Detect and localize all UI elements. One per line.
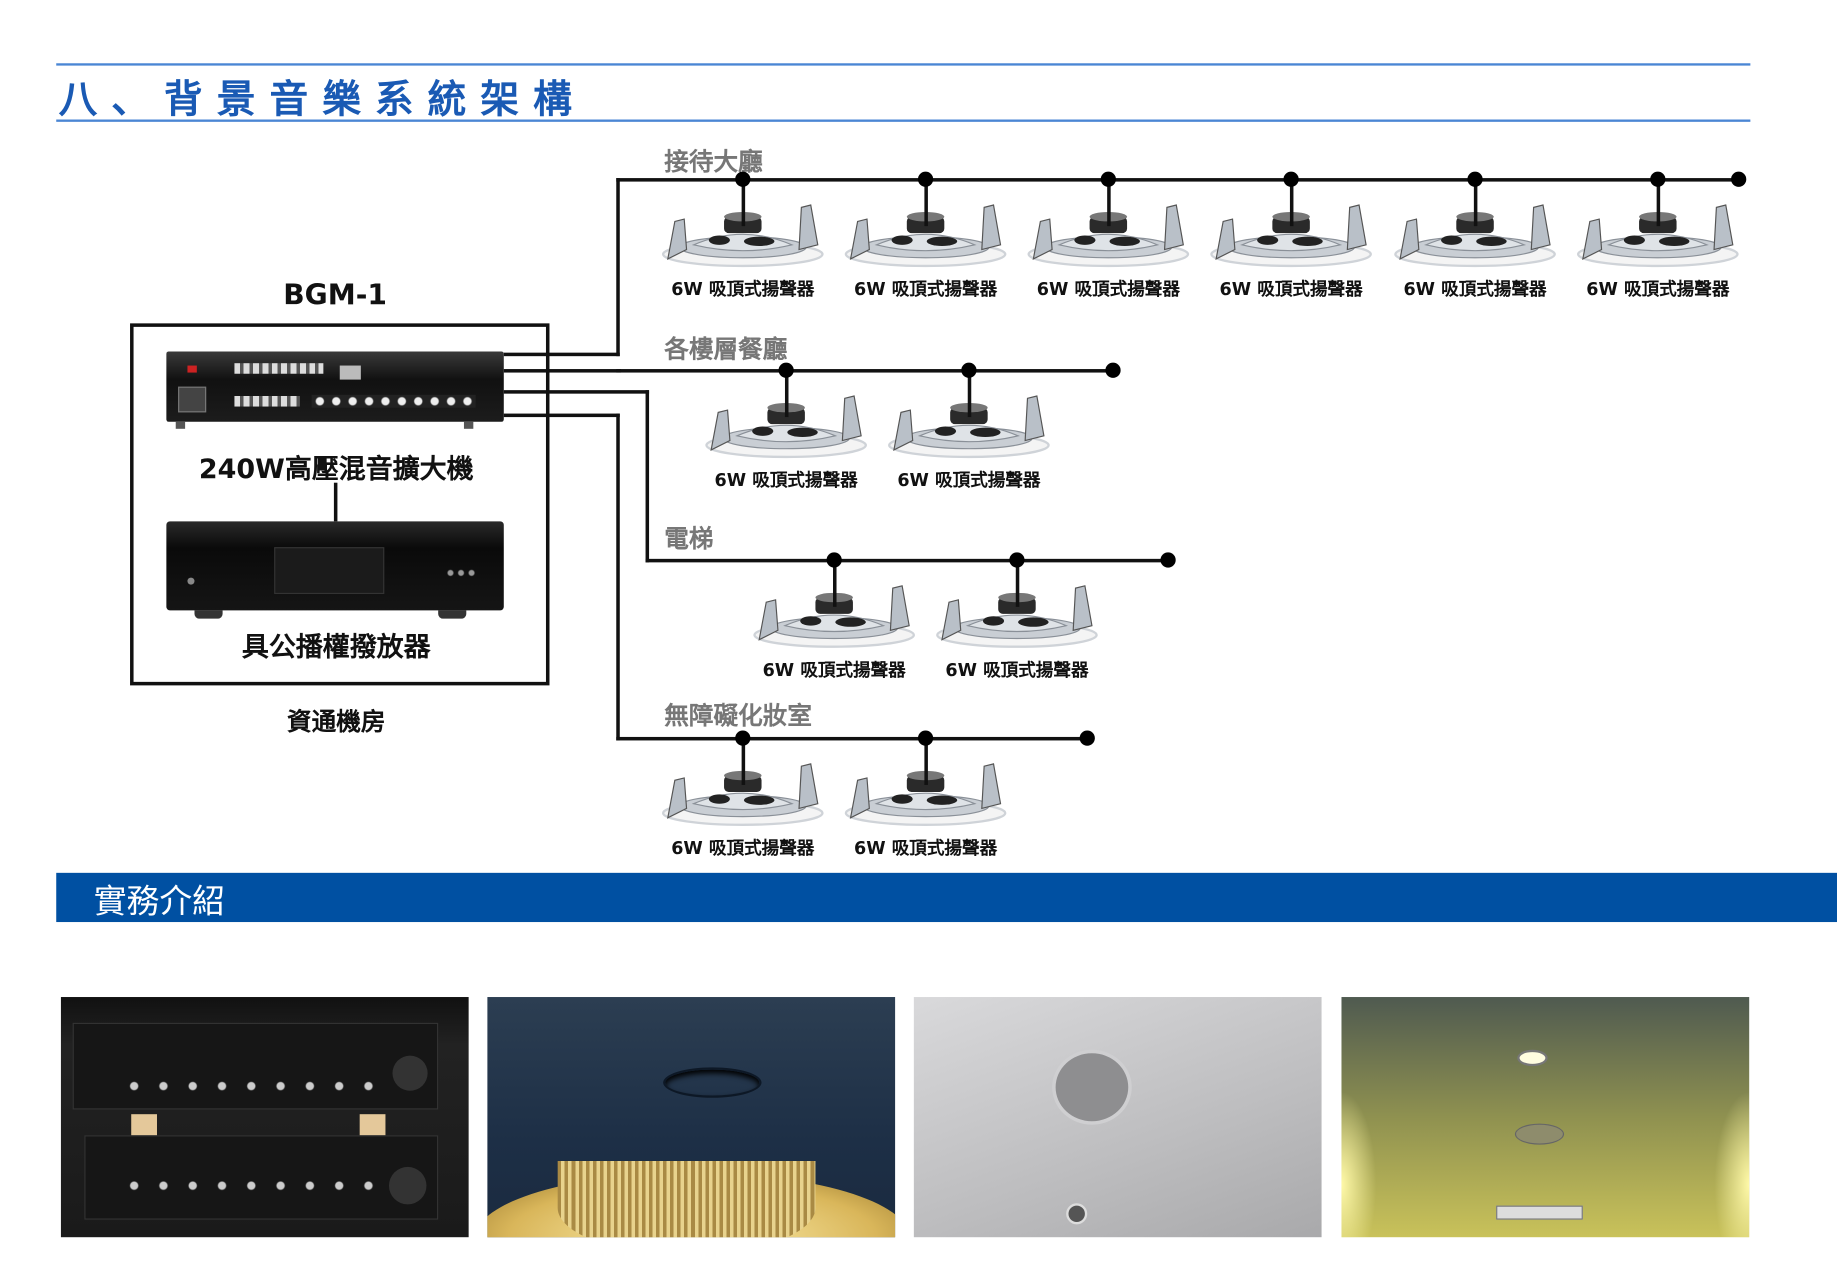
equipment-room-box — [130, 323, 550, 686]
zone-label: 電梯 — [664, 524, 714, 553]
bus-end-terminal — [1105, 362, 1121, 378]
ceiling-speaker-icon — [658, 198, 827, 271]
media-player-label: 具公播權撥放器 — [241, 632, 431, 664]
ceiling-speaker-icon — [658, 757, 827, 830]
photo-corridor-ceiling — [1341, 997, 1750, 1238]
practice-banner: 實務介紹 — [56, 872, 1837, 923]
speaker-label: 6W 吸頂式揚聲器 — [1403, 278, 1547, 300]
media-player-image — [166, 521, 504, 611]
speaker-tap-node — [735, 730, 751, 746]
amplifier-label: 240W高壓混音擴大機 — [198, 454, 474, 486]
bus-end-terminal — [1731, 171, 1747, 187]
speaker-label: 6W 吸頂式揚聲器 — [671, 837, 815, 859]
amp-player-link — [333, 482, 338, 522]
speaker-label: 6W 吸頂式揚聲器 — [762, 659, 906, 681]
ceiling-speaker-icon — [1024, 198, 1193, 271]
speaker-label: 6W 吸頂式揚聲器 — [1219, 278, 1363, 300]
amplifier-image — [166, 351, 504, 422]
speaker-drop-wire — [784, 370, 789, 418]
speaker-label: 6W 吸頂式揚聲器 — [945, 659, 1089, 681]
ceiling-speaker-icon — [841, 757, 1010, 830]
top-rule — [56, 63, 1751, 66]
speaker-tap-node — [1467, 171, 1483, 187]
photo-chandelier-ceiling — [487, 997, 896, 1238]
practice-title: 實務介紹 — [93, 882, 225, 921]
zone-bus-line — [645, 558, 1169, 563]
speaker-drop-wire — [924, 179, 928, 227]
ceiling-speaker-icon — [750, 579, 919, 652]
speaker-label: 6W 吸頂式揚聲器 — [853, 278, 998, 300]
zone-bus-line — [616, 736, 1088, 741]
speaker-drop-wire — [1107, 179, 1111, 227]
speaker-label: 6W 吸頂式揚聲器 — [897, 469, 1041, 491]
speaker-drop-wire — [924, 738, 928, 785]
wire-zone-4-riser — [616, 413, 620, 741]
speaker-tap-node — [826, 552, 842, 568]
speaker-label: 6W 吸頂式揚聲器 — [1586, 278, 1730, 300]
zone-label: 各樓層餐廳 — [664, 335, 788, 364]
speaker-drop-wire — [1015, 560, 1020, 607]
zone-bus-line — [616, 369, 1114, 373]
room-label: 資通機房 — [287, 707, 386, 736]
ceiling-speaker-icon — [1207, 198, 1376, 271]
speaker-label: 6W 吸頂式揚聲器 — [1036, 278, 1180, 300]
title-underline — [56, 119, 1751, 122]
speaker-tap-node — [1009, 552, 1025, 568]
speaker-tap-node — [917, 171, 934, 187]
speaker-label: 6W 吸頂式揚聲器 — [671, 278, 815, 300]
speaker-tap-node — [961, 362, 977, 378]
ceiling-speaker-icon — [1391, 198, 1560, 271]
speaker-drop-wire — [967, 370, 972, 418]
speaker-drop-wire — [741, 738, 746, 785]
zone-label: 無障礙化妝室 — [664, 701, 812, 730]
wire-zone-1-riser — [616, 178, 620, 357]
zone-label: 接待大廳 — [664, 147, 763, 176]
speaker-label: 6W 吸頂式揚聲器 — [853, 837, 998, 859]
photo-amplifiers — [60, 997, 469, 1238]
zone-bus-line — [616, 178, 1739, 182]
ceiling-speaker-icon — [841, 198, 1010, 271]
bus-end-terminal — [1079, 730, 1095, 746]
system-id-label: BGM-1 — [283, 278, 387, 312]
speaker-tap-node — [778, 362, 794, 378]
speaker-drop-wire — [741, 179, 746, 227]
bus-end-terminal — [1160, 552, 1176, 568]
photo-ceiling-speaker — [913, 997, 1322, 1238]
ceiling-speaker-icon — [885, 389, 1054, 462]
speaker-label: 6W 吸頂式揚聲器 — [714, 469, 858, 491]
speaker-drop-wire — [1289, 179, 1294, 227]
page-title: 八、背景音樂系統架構 — [58, 76, 586, 122]
wire-zone-3 — [503, 390, 650, 394]
speaker-tap-node — [1650, 171, 1666, 187]
wire-zone-1 — [503, 352, 620, 357]
speaker-drop-wire — [833, 560, 837, 607]
ceiling-speaker-icon — [702, 389, 871, 462]
speaker-tap-node — [1100, 171, 1116, 187]
speaker-tap-node — [735, 171, 751, 187]
speaker-tap-node — [917, 730, 934, 746]
speaker-tap-node — [1283, 171, 1299, 187]
speaker-drop-wire — [1473, 179, 1478, 227]
speaker-drop-wire — [1656, 179, 1661, 227]
wire-zone-3-riser — [645, 390, 650, 563]
ceiling-speaker-icon — [933, 579, 1102, 652]
wire-zone-4 — [503, 413, 620, 418]
wire-zone-2 — [503, 369, 621, 373]
